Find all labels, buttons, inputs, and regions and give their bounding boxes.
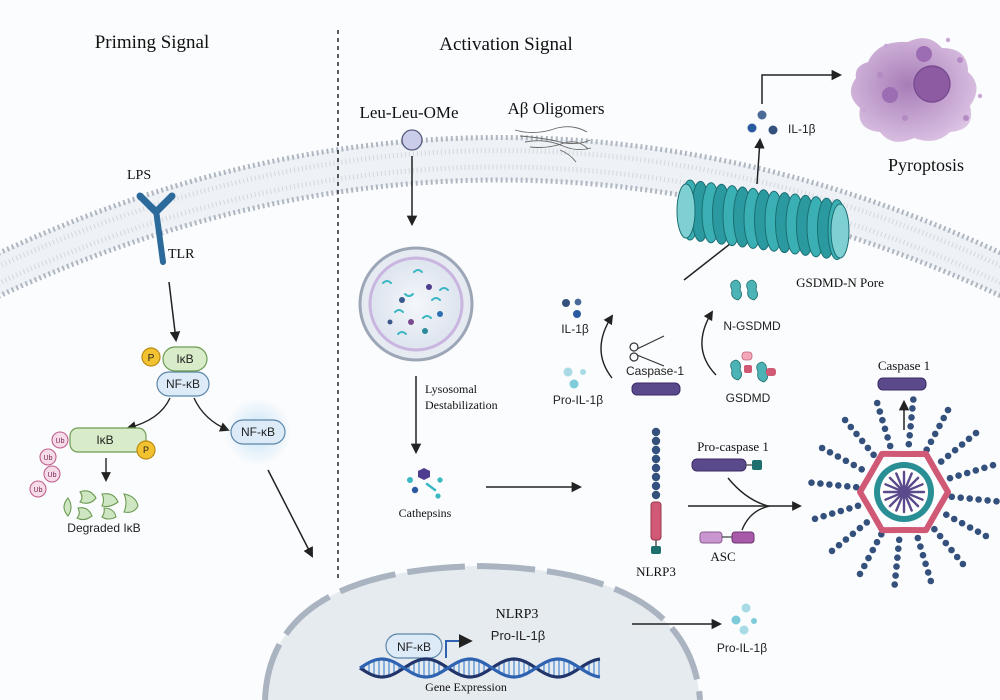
cathepsins-cluster (407, 468, 443, 499)
nfkb-free (230, 419, 286, 445)
tlr-receptor (136, 192, 176, 265)
gsdmd-pore-label: GSDMD-N Pore (796, 275, 884, 290)
ikb-nfkb-complex (141, 346, 210, 397)
pro-caspase-label: Pro-caspase 1 (697, 439, 769, 454)
il1b-cycle-label: IL-1β (561, 322, 589, 336)
caspase-1-active-label: Caspase 1 (878, 358, 930, 373)
ikb-complex-label: IκB (176, 352, 193, 366)
tlr-label: TLR (168, 247, 195, 262)
destabilization-label: Destabilization (425, 398, 498, 412)
transcription-arrow (445, 634, 473, 658)
arrow-pore-to-release (754, 137, 765, 185)
priming-title: Priming Signal (95, 32, 210, 53)
phosphate-label: P (148, 353, 155, 364)
arrow-gsdmd-to-n-gsdmd (701, 310, 717, 376)
inflammasome-complex (808, 396, 1000, 588)
nucleus-nlrp3-label: NLRP3 (496, 607, 539, 622)
lps-label: LPS (127, 168, 151, 183)
ikb-ub-label: IκB (96, 433, 113, 447)
il1b-mature-cluster (562, 298, 582, 318)
pro-il1b-output-cluster (731, 603, 757, 635)
abeta-fibrils (514, 126, 592, 163)
arrow-to-nfkb-free (193, 397, 230, 432)
pro-caspase-1 (691, 458, 762, 472)
caspase-1-cycle (631, 382, 681, 396)
assembly-arrow (688, 477, 802, 531)
arrow-pro-to-il1b (600, 314, 614, 379)
asc-protein (699, 531, 755, 544)
leu-leu-ome-molecule (401, 129, 423, 151)
il1b-released-cluster (747, 110, 778, 135)
arrow-tlr-to-complex (168, 281, 181, 343)
gene-expression-label: Gene Expression (425, 680, 507, 694)
asc-label: ASC (710, 549, 735, 564)
gsdmd-full (730, 351, 776, 383)
phosphate-badge (141, 347, 161, 367)
nucleus-pro-il1b-label: Pro-IL-1β (491, 628, 545, 643)
pro-il1b-cluster (563, 367, 586, 389)
ub-label: Ub (34, 487, 43, 494)
ikb-ubiquitinated (29, 427, 156, 498)
ub-label: Ub (44, 455, 53, 462)
arrow-to-nucleus (267, 469, 313, 558)
nucleus-nfkb-label: NF-κB (397, 640, 431, 654)
leu-leu-ome-label: Leu-Leu-OMe (359, 103, 458, 122)
ub-label: Ub (56, 438, 65, 445)
lysosome (358, 246, 474, 362)
nucleus-nfkb (385, 633, 443, 659)
gsdmd-label: GSDMD (726, 391, 771, 405)
activation-title: Activation Signal (439, 34, 573, 55)
il1b-released-label: IL-1β (788, 122, 816, 136)
cathepsins-label: Cathepsins (399, 506, 452, 520)
nlrp3-protein (650, 427, 662, 554)
pro-il1b-cycle-label: Pro-IL-1β (553, 393, 603, 407)
caspase-1-active (877, 377, 927, 391)
arrow-to-ikb-ub (126, 397, 171, 431)
n-gsdmd-fragments (730, 279, 758, 301)
phosphate-label-2: P (143, 445, 149, 455)
dna-helix (359, 657, 601, 679)
ub-label: Ub (48, 472, 57, 479)
nfkb-complex-label: NF-κB (166, 377, 200, 391)
degraded-ikb-label: Degraded IκB (67, 521, 140, 535)
lysosomal-label: Lysosomal (425, 382, 478, 396)
pro-il1b-output-label: Pro-IL-1β (717, 641, 767, 655)
cell-membrane (0, 135, 1000, 299)
arrow-to-pyroptosis (761, 69, 843, 104)
degraded-ikb-fragments (63, 490, 139, 521)
nfkb-free-label: NF-κB (241, 425, 275, 439)
pyroptosis-label: Pyroptosis (888, 155, 964, 175)
pyroptotic-cell (850, 37, 983, 142)
abeta-label: Aβ Oligomers (508, 99, 605, 118)
gsdmd-n-pore (676, 179, 850, 261)
nlrp3-protein-label: NLRP3 (636, 564, 676, 579)
scissors-icon (629, 335, 665, 367)
caspase-1-cycle-label: Caspase-1 (626, 364, 684, 378)
n-gsdmd-label: N-GSDMD (723, 319, 781, 333)
